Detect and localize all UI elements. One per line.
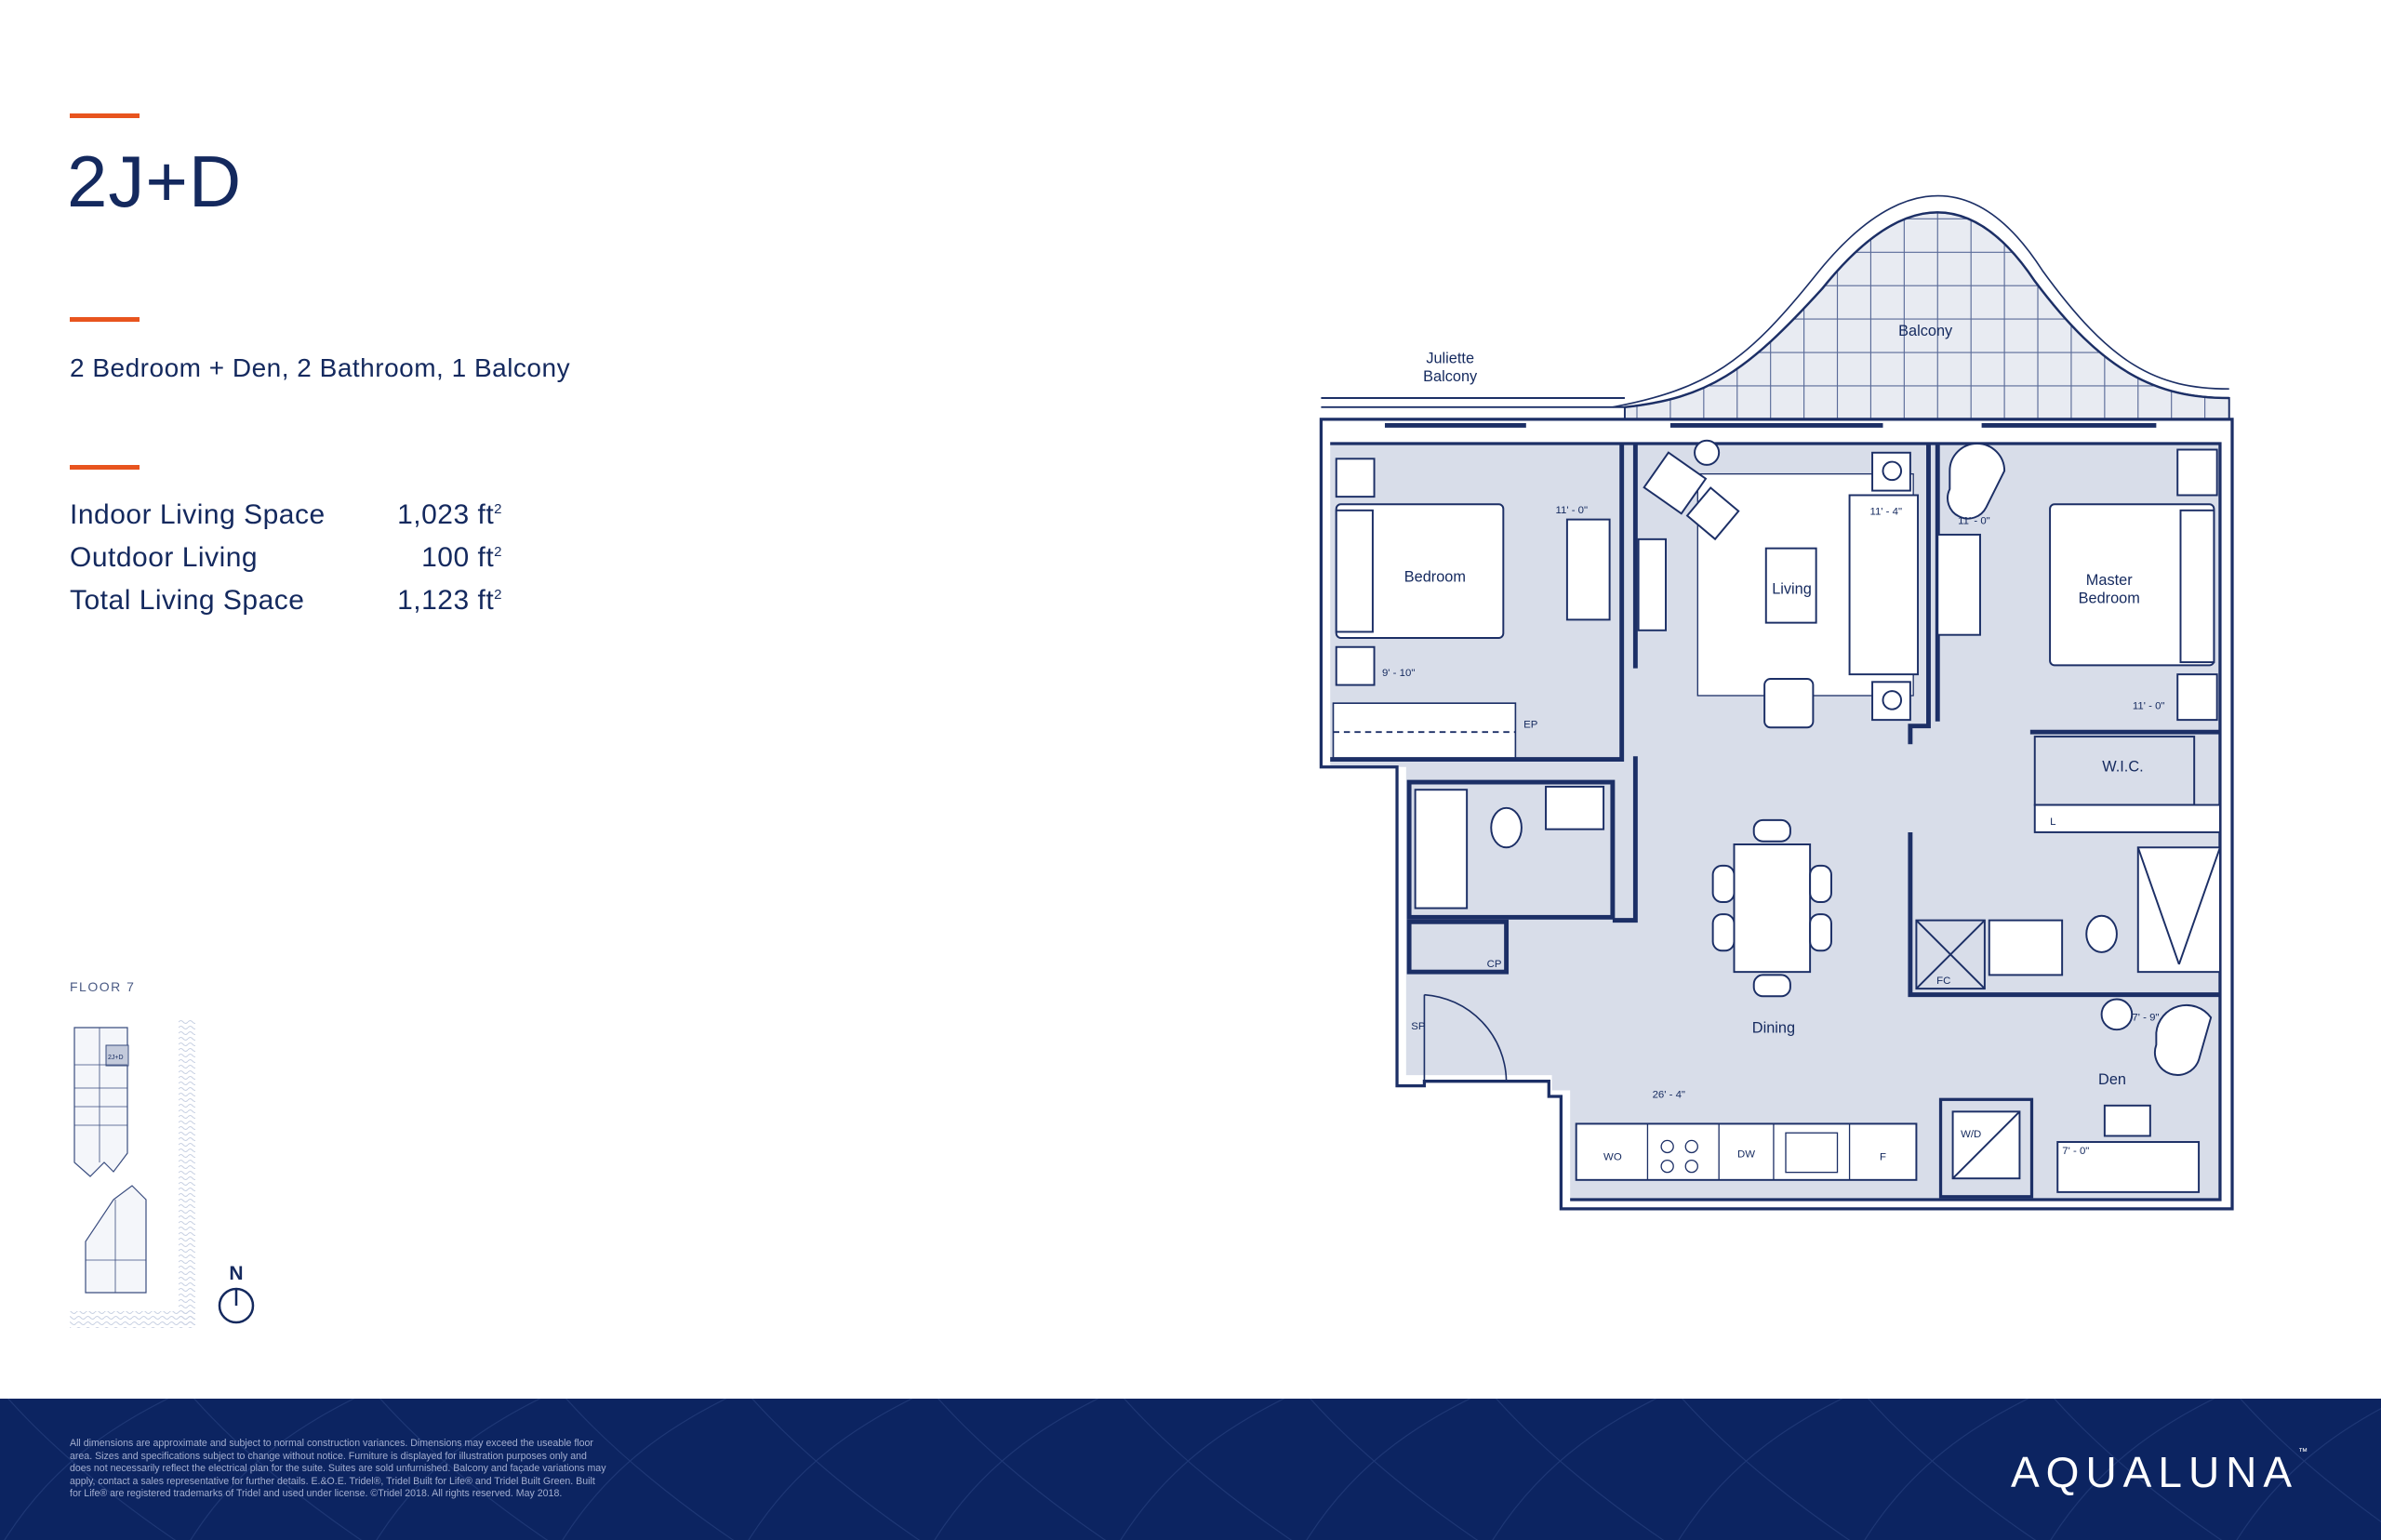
- svg-text:11' - 0": 11' - 0": [1958, 516, 1990, 527]
- unit-subtitle: 2 Bedroom + Den, 2 Bathroom, 1 Balcony: [70, 353, 571, 382]
- label-living: Living: [1772, 581, 1812, 598]
- svg-text:WO: WO: [1603, 1152, 1622, 1163]
- compass-icon: [218, 1287, 255, 1324]
- svg-text:EP: EP: [1523, 719, 1537, 730]
- svg-text:9' - 10": 9' - 10": [1382, 668, 1415, 679]
- label-wic: W.I.C.: [2102, 759, 2143, 776]
- svg-text:L: L: [2050, 816, 2055, 828]
- stat-indoor: Indoor Living Space 1,023 ft2: [70, 499, 502, 531]
- svg-text:Balcony: Balcony: [1423, 368, 1478, 385]
- north-arrow: N: [216, 1263, 257, 1331]
- brand-logo: AQUALUNA™: [2011, 1447, 2308, 1496]
- label-bedroom: Bedroom: [1404, 569, 1466, 586]
- accent-divider: [70, 113, 140, 118]
- stat-outdoor: Outdoor Living 100 ft2: [70, 542, 502, 574]
- key-plan: 2J+D: [70, 1020, 195, 1328]
- wave-pattern: [4, 1399, 2381, 1540]
- disclaimer: All dimensions are approximate and subje…: [70, 1438, 606, 1500]
- accent-divider: [70, 465, 140, 470]
- stat-label: Indoor Living Space: [70, 499, 326, 530]
- svg-text:11' - 4": 11' - 4": [1869, 507, 1902, 518]
- svg-text:7' - 0": 7' - 0": [2062, 1146, 2089, 1157]
- stat-value: 100 ft2: [421, 542, 502, 573]
- stat-label: Total Living Space: [70, 585, 305, 616]
- stat-value: 1,023 ft2: [397, 499, 502, 530]
- svg-text:11' - 0": 11' - 0": [2133, 701, 2165, 712]
- svg-text:11' - 0": 11' - 0": [1556, 505, 1589, 516]
- svg-text:Bedroom: Bedroom: [2079, 590, 2140, 606]
- label-den: Den: [2098, 1071, 2126, 1088]
- stat-value: 1,123 ft2: [397, 585, 502, 616]
- svg-text:26' - 4": 26' - 4": [1653, 1090, 1685, 1101]
- accent-divider: [70, 317, 140, 322]
- label-juliette: Juliette: [1426, 350, 1474, 366]
- footer: All dimensions are approximate and subje…: [0, 1399, 2381, 1540]
- svg-text:2J+D: 2J+D: [108, 1055, 124, 1061]
- svg-text:W/D: W/D: [1961, 1129, 1981, 1140]
- svg-text:FC: FC: [1936, 976, 1950, 987]
- stat-total: Total Living Space 1,123 ft2: [70, 585, 502, 617]
- svg-text:SP: SP: [1411, 1021, 1425, 1032]
- highlighted-unit: [105, 1044, 129, 1067]
- svg-text:F: F: [1880, 1152, 1886, 1163]
- label-dining: Dining: [1752, 1019, 1795, 1036]
- floor-label: FLOOR 7: [70, 979, 136, 994]
- svg-text:CP: CP: [1487, 959, 1502, 970]
- north-label: N: [229, 1263, 244, 1284]
- svg-text:DW: DW: [1737, 1148, 1755, 1160]
- stat-label: Outdoor Living: [70, 542, 259, 573]
- label-master-bedroom: Master: [2086, 572, 2133, 589]
- svg-text:7' - 9": 7' - 9": [2132, 1012, 2159, 1023]
- label-balcony: Balcony: [1898, 323, 1953, 339]
- unit-title: 2J+D: [67, 140, 243, 222]
